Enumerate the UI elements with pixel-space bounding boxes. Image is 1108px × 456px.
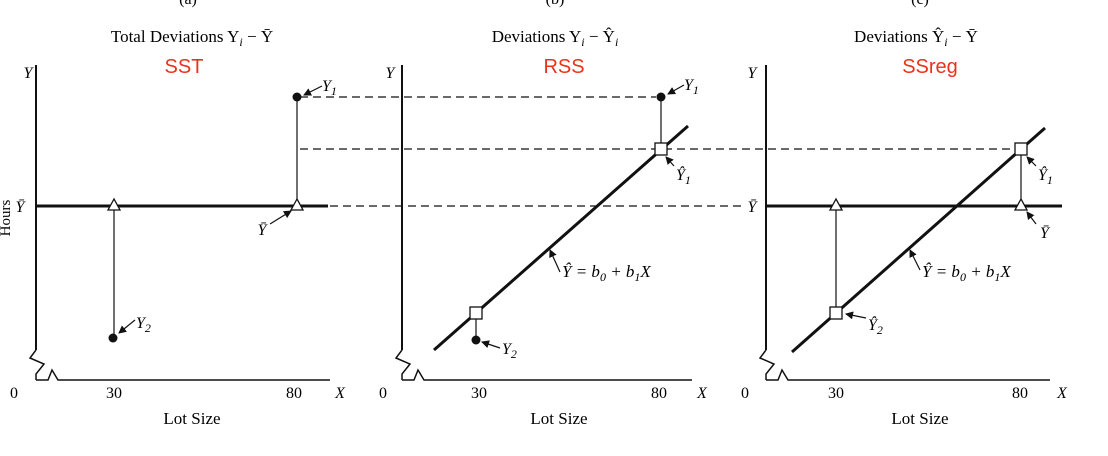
panel-c-origin: 0 <box>741 385 749 402</box>
panel-a-x-title: Lot Size <box>163 409 220 428</box>
panel-b-equation: Ŷ = b0 + b1X <box>562 262 651 284</box>
panel-b-x-axis <box>402 368 692 381</box>
panel-a-y-label: Y <box>24 65 35 82</box>
panel-a-title: Total Deviations Yi − Ȳ <box>111 27 273 49</box>
panel-a-label-sst: SST <box>165 56 204 78</box>
panel-a-tick-30: 30 <box>106 385 122 402</box>
panel-b-x-label: X <box>696 385 708 402</box>
panel-b-tick-80: 80 <box>651 385 667 402</box>
panel-b-annot-yhat1: Ŷ1 <box>676 165 691 187</box>
panel-c-x-title: Lot Size <box>891 409 948 428</box>
panel-b-letter: (b) <box>546 0 565 8</box>
panel-c-arrow-yhat2 <box>845 311 867 320</box>
panel-b-tick-30: 30 <box>471 385 487 402</box>
panel-a-x-axis <box>36 368 330 381</box>
panel-b-title: Deviations Yi − Ŷi <box>492 27 619 49</box>
panel-b-axis-break <box>394 349 412 380</box>
panel-a: Total Deviations Yi − Ȳ SST Y Ȳ 0 30 80 … <box>10 27 346 428</box>
panel-c-fitted-1 <box>1014 142 1028 156</box>
panel-b-point-y2 <box>471 335 481 345</box>
panel-b-arrow-yhat1 <box>665 156 675 167</box>
panel-a-point-y1 <box>292 92 302 102</box>
panel-a-arrow-ybar <box>269 210 292 225</box>
panel-a-tick-80: 80 <box>286 385 302 402</box>
panel-a-mean-marker-80 <box>289 197 305 211</box>
panel-c-ybar-label: Ȳ <box>748 199 759 216</box>
panel-c-annot-ybar: Ȳ <box>1040 225 1051 242</box>
panel-a-annot-ybar: Ȳ <box>258 222 269 239</box>
panel-a-arrow-y1 <box>303 85 323 96</box>
panel-b-label-rss: RSS <box>543 56 584 78</box>
panel-a-point-y2 <box>108 333 118 343</box>
panel-c-equation: Ŷ = b0 + b1X <box>922 262 1011 284</box>
panel-c-annot-yhat2: Ŷ2 <box>868 315 883 337</box>
side-label-hours: Hours <box>0 200 14 237</box>
panel-a-axis-break <box>28 349 46 380</box>
panel-c-y-label: Y <box>748 65 759 82</box>
panel-b-fitted-1 <box>654 142 668 156</box>
panel-b-annot-y1: Y1 <box>684 77 699 97</box>
panel-a-origin: 0 <box>10 385 18 402</box>
panel-b-point-y1 <box>656 92 666 102</box>
panel-c-arrow-ybar <box>1026 211 1037 225</box>
panel-c-fitted-2 <box>829 306 843 320</box>
panel-c-label-ssreg: SSreg <box>902 56 958 78</box>
panel-a-annot-y1: Y1 <box>322 78 337 98</box>
panel-b-arrow-equation <box>549 249 561 273</box>
panel-c-tick-80: 80 <box>1012 385 1028 402</box>
panel-c-annot-yhat1: Ŷ1 <box>1038 165 1053 187</box>
panel-c-letter: (c) <box>911 0 929 8</box>
panel-c-mean-marker-80 <box>1013 197 1029 211</box>
panel-c-x-axis <box>766 368 1050 381</box>
panel-c-arrow-equation <box>909 249 921 271</box>
panel-c-axis-break <box>758 349 776 380</box>
panel-c-tick-30: 30 <box>828 385 844 402</box>
panel-a-mean-marker-30 <box>106 197 122 211</box>
panel-b-origin: 0 <box>379 385 387 402</box>
panel-c-x-label: X <box>1056 385 1068 402</box>
panel-a-x-label: X <box>334 385 346 402</box>
panel-c-arrow-yhat1 <box>1026 156 1037 167</box>
panel-b-fitted-2 <box>469 306 483 320</box>
panel-c-mean-marker-30 <box>828 197 844 211</box>
panel-a-ybar-label: Ȳ <box>16 199 27 216</box>
panel-c-title: Deviations Ŷi − Ȳ <box>854 27 978 49</box>
panel-b-arrow-y2 <box>481 340 501 349</box>
panel-a-annot-y2: Y2 <box>136 315 151 335</box>
panel-b-y-label: Y <box>386 65 397 82</box>
panel-b-x-title: Lot Size <box>530 409 587 428</box>
panel-a-arrow-y2 <box>118 319 136 334</box>
panel-a-letter: (a) <box>179 0 197 8</box>
panel-b: Deviations Yi − Ŷi RSS Y 0 30 80 X Lot S… <box>379 27 708 428</box>
panel-b-arrow-y1 <box>667 84 685 95</box>
panel-c: Deviations Ŷi − Ȳ SSreg Y Ȳ 0 30 80 X Lo… <box>741 27 1068 428</box>
panel-b-annot-y2: Y2 <box>502 341 517 361</box>
